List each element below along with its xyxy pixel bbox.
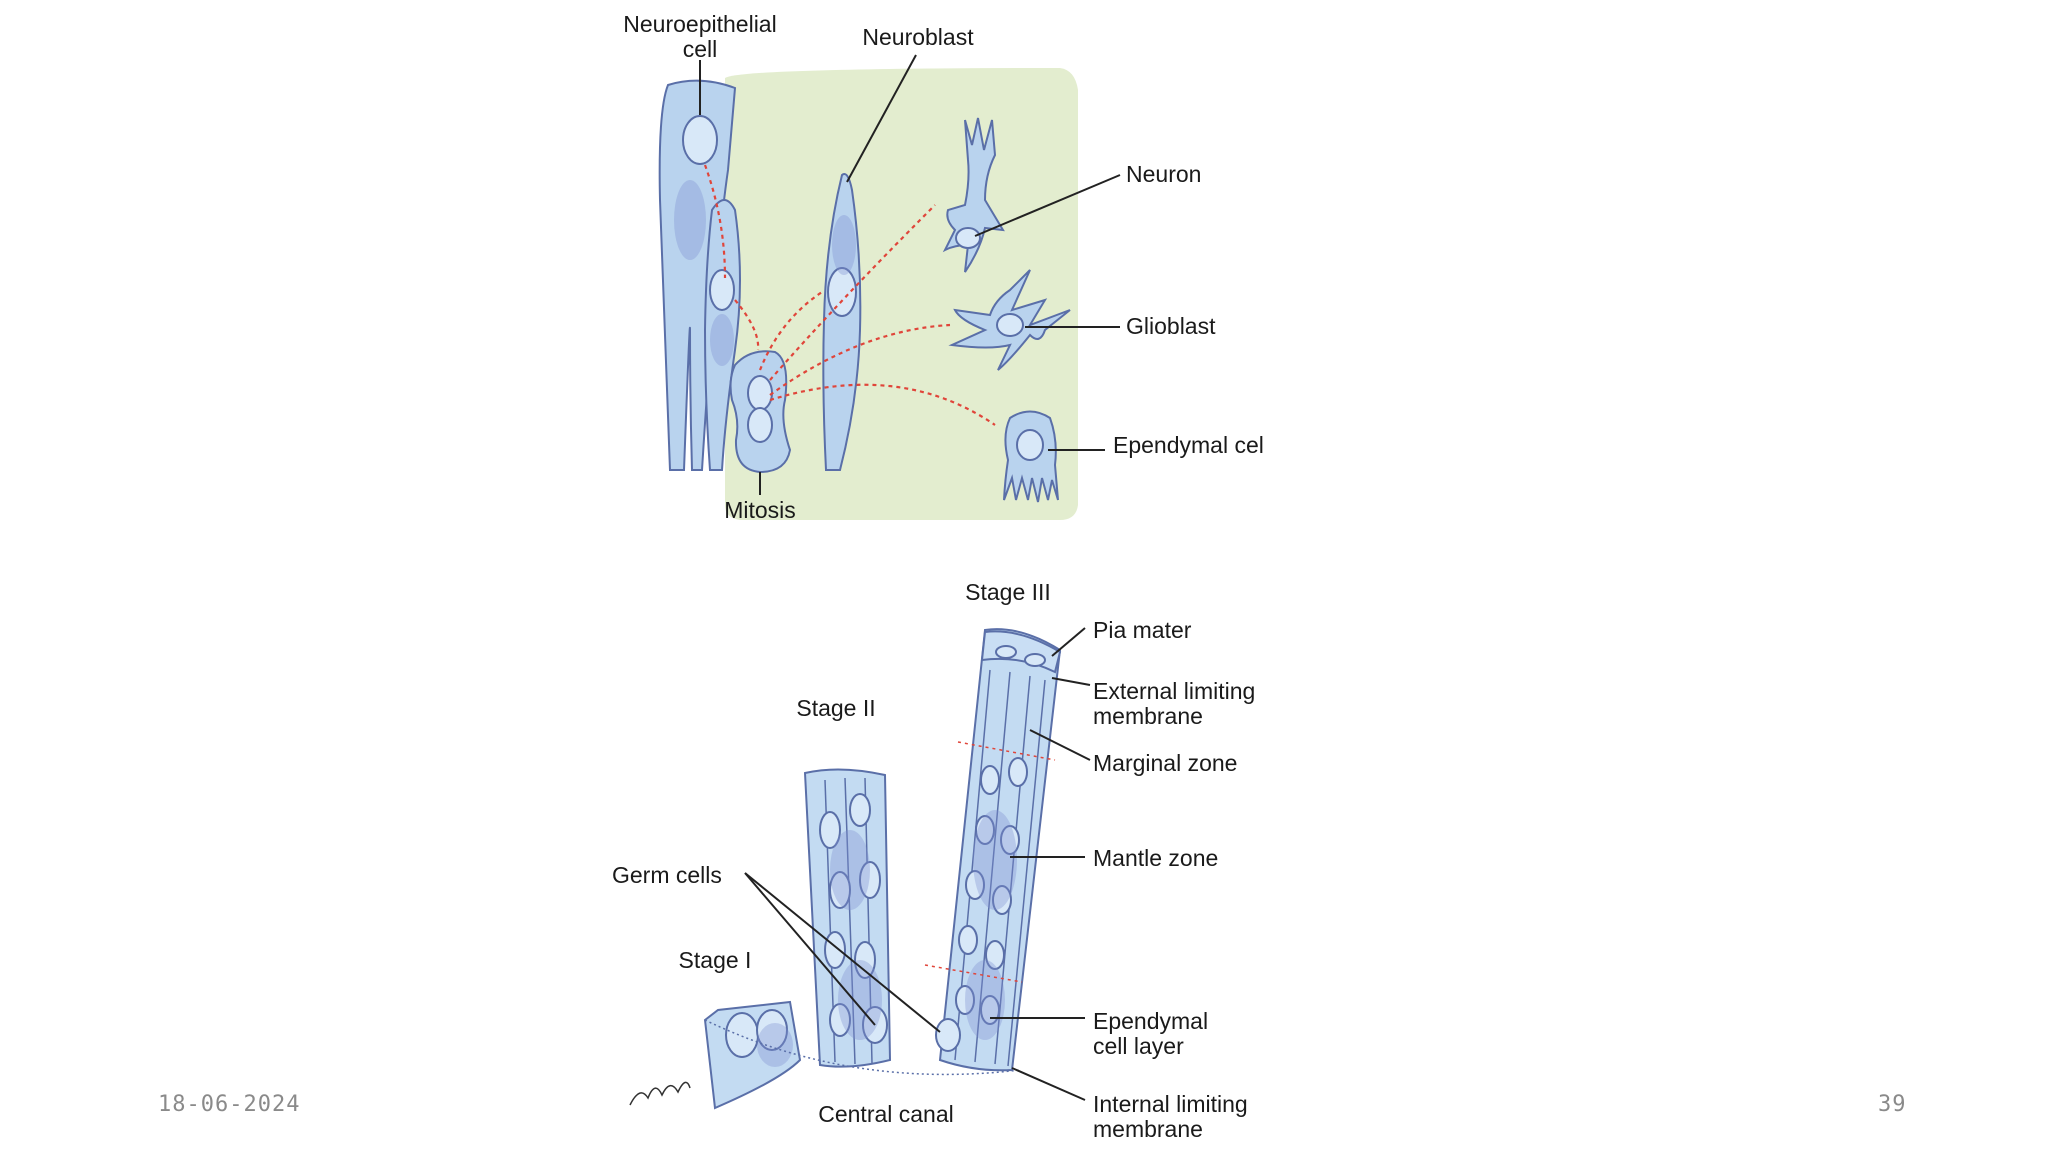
label-neuron: Neuron bbox=[1126, 161, 1201, 187]
stage-2-column bbox=[803, 768, 892, 1068]
stage-1-epithelium bbox=[703, 1000, 802, 1110]
label-mantle-zone: Mantle zone bbox=[1093, 845, 1218, 871]
mitosis-cell bbox=[729, 350, 792, 495]
ependymal-cell bbox=[1003, 410, 1105, 503]
label-stage-2: Stage II bbox=[796, 695, 875, 721]
signature-mark bbox=[629, 1081, 691, 1106]
label-mitosis: Mitosis bbox=[724, 497, 796, 523]
label-ependymal-layer: Ependymal bbox=[1093, 1008, 1208, 1034]
label-stage-3: Stage III bbox=[965, 579, 1051, 605]
neuroblast-cell bbox=[822, 54, 917, 471]
label-glioblast: Glioblast bbox=[1126, 313, 1216, 339]
top-diagram: Neuroepithelial cell Neuroblast Neuron G… bbox=[623, 11, 1264, 523]
elongated-cell bbox=[703, 199, 741, 471]
green-background bbox=[725, 68, 1078, 520]
slide-page-number: 39 bbox=[1878, 1092, 1907, 1117]
label-internal-limiting-membrane: membrane bbox=[1093, 1116, 1203, 1142]
label-marginal-zone: Marginal zone bbox=[1093, 750, 1237, 776]
slide-date: 18-06-2024 bbox=[158, 1092, 301, 1117]
stage-3-column bbox=[924, 628, 1062, 1072]
label-external-limiting: External limiting bbox=[1093, 678, 1255, 704]
label-germ-cells: Germ cells bbox=[612, 862, 722, 888]
label-neuroblast: Neuroblast bbox=[862, 24, 974, 50]
label-neuroepithelial-cell: cell bbox=[683, 36, 718, 62]
label-external-limiting-membrane: membrane bbox=[1093, 703, 1203, 729]
label-central-canal: Central canal bbox=[818, 1101, 954, 1127]
label-ependymal-cell-layer: cell layer bbox=[1093, 1033, 1184, 1059]
differentiation-arrows bbox=[703, 164, 996, 426]
bottom-leader-lines bbox=[744, 627, 1091, 1101]
label-pia-mater: Pia mater bbox=[1093, 617, 1192, 643]
label-stage-1: Stage I bbox=[679, 947, 752, 973]
label-internal-limiting: Internal limiting bbox=[1093, 1091, 1248, 1117]
label-neuroepithelial: Neuroepithelial bbox=[623, 11, 776, 37]
glioblast-cell bbox=[948, 269, 1120, 371]
label-ependymal-cell: Ependymal cel bbox=[1113, 432, 1264, 458]
bottom-diagram: Stage III Stage II Stage I Pia mater Ext… bbox=[612, 579, 1255, 1142]
neuron-cell bbox=[942, 117, 1121, 273]
